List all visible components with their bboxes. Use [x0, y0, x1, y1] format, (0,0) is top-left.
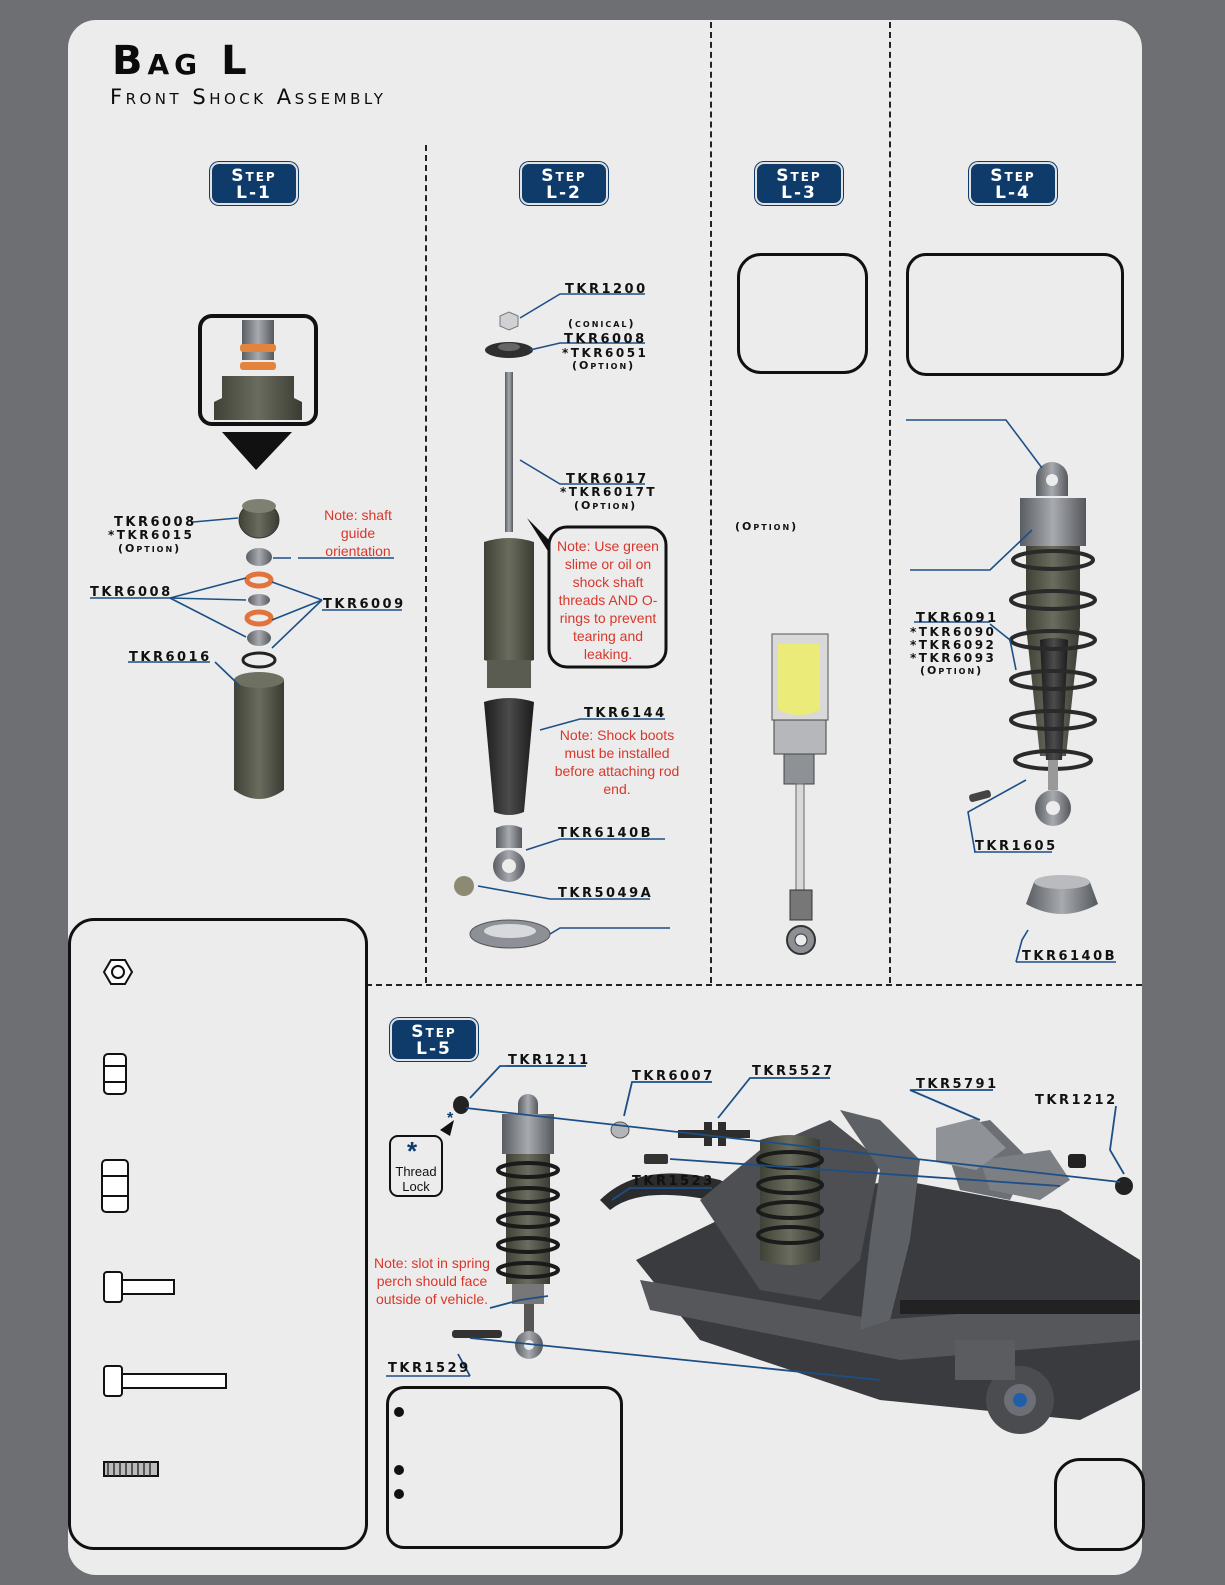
option-label: (Option)	[572, 359, 636, 372]
part-tkr5791: TKR5791	[916, 1077, 999, 1092]
part-tkr6051: *TKR6051	[562, 346, 649, 360]
set-screw-icon	[103, 1461, 159, 1477]
option-label: (Option)	[118, 542, 182, 555]
part-tkr1523: TKR1523	[632, 1174, 715, 1189]
part-tkr6140b: TKR6140B	[558, 826, 654, 841]
option-label: (Option)	[574, 499, 638, 512]
part-tkr6007: TKR6007	[632, 1069, 715, 1084]
page-title: Bag L	[112, 38, 252, 84]
part-tkr6016: TKR6016	[129, 650, 212, 665]
conical-label: (conical)	[568, 317, 636, 330]
thread-lock-label: Thread Lock	[395, 1164, 437, 1194]
nylon-locknut-icon	[103, 1053, 127, 1095]
green-slime-note: Note: Use green slime or oil on shock sh…	[557, 538, 659, 662]
l1-shock-parts	[234, 499, 284, 799]
l5-chassis-illustration	[600, 1110, 1140, 1434]
l5-hardware-parts	[452, 1096, 1133, 1338]
part-tkr5049a: TKR5049A	[558, 886, 654, 901]
bullet	[394, 1407, 404, 1417]
hardware-legend-box	[68, 918, 368, 1550]
l3-shock-cutaway	[771, 633, 829, 955]
divider-l2-l3	[710, 22, 712, 983]
part-tkr6090: *TKR6090	[910, 625, 997, 639]
part-tkr6091: TKR6091	[916, 611, 999, 626]
spring-perch-note: Note: slot in spring perch should face o…	[374, 1255, 490, 1307]
green-slime-note-box	[547, 525, 668, 669]
thread-lock-asterisk: *	[407, 1136, 418, 1166]
part-tkr1200: TKR1200	[565, 282, 648, 297]
l4-leader-lines	[906, 419, 1043, 963]
l5-shock	[496, 1094, 560, 1359]
part-tkr5527: TKR5527	[752, 1064, 835, 1079]
part-tkr6017: TKR6017	[566, 472, 649, 487]
thread-lock-badge	[389, 1135, 443, 1197]
shock-boot-note: Note: Shock boots must be installed befo…	[554, 727, 680, 797]
option-label: (Option)	[735, 520, 799, 533]
l2-leader-lines	[477, 293, 670, 935]
part-tkr6092: *TKR6092	[910, 638, 997, 652]
l4-shock-assembly	[969, 462, 1098, 914]
part-tkr1605: TKR1605	[975, 839, 1058, 854]
part-tkr6017t: *TKR6017T	[560, 485, 658, 499]
flanged-locknut-icon	[101, 1159, 129, 1213]
bullet	[394, 1465, 404, 1475]
l1-leader-lines	[169, 517, 323, 687]
divider-l3-l4	[889, 22, 891, 983]
option-label: (Option)	[920, 664, 984, 677]
part-tkr6008-o-rings: TKR6008	[90, 585, 173, 600]
part-tkr1212: TKR1212	[1035, 1093, 1118, 1108]
divider-l1-l2	[425, 145, 427, 983]
page-subtitle: Front Shock Assembly	[110, 85, 387, 109]
part-tkr6008: TKR6008	[114, 515, 197, 530]
thread-lock-marker: *	[447, 1110, 454, 1127]
part-tkr6008: TKR6008	[564, 332, 647, 347]
cap-screw-short-icon	[103, 1271, 175, 1303]
notes-box	[386, 1386, 623, 1549]
part-tkr6093: *TKR6093	[910, 651, 997, 665]
cap-screw-long-icon	[103, 1365, 227, 1397]
hex-nut-icon	[102, 959, 134, 985]
l2-shock-parts	[454, 311, 551, 949]
part-tkr6144: TKR6144	[584, 706, 667, 721]
callout-box-l3	[737, 253, 868, 374]
part-tkr1529: TKR1529	[388, 1361, 471, 1376]
divider-top-bottom	[366, 984, 1142, 986]
part-tkr1211: TKR1211	[508, 1053, 591, 1068]
shaft-guide-detail-callout	[198, 314, 318, 470]
part-tkr6140b: TKR6140B	[1022, 949, 1118, 964]
bullet	[394, 1489, 404, 1499]
callout-box-l4	[906, 253, 1124, 376]
callout-pointer	[440, 1120, 454, 1136]
part-tkr6015: *TKR6015	[108, 528, 195, 542]
page-number-box	[1054, 1458, 1145, 1551]
part-tkr6009: TKR6009	[323, 597, 406, 612]
shaft-guide-note: Note: shaft guide orientation	[324, 507, 392, 559]
